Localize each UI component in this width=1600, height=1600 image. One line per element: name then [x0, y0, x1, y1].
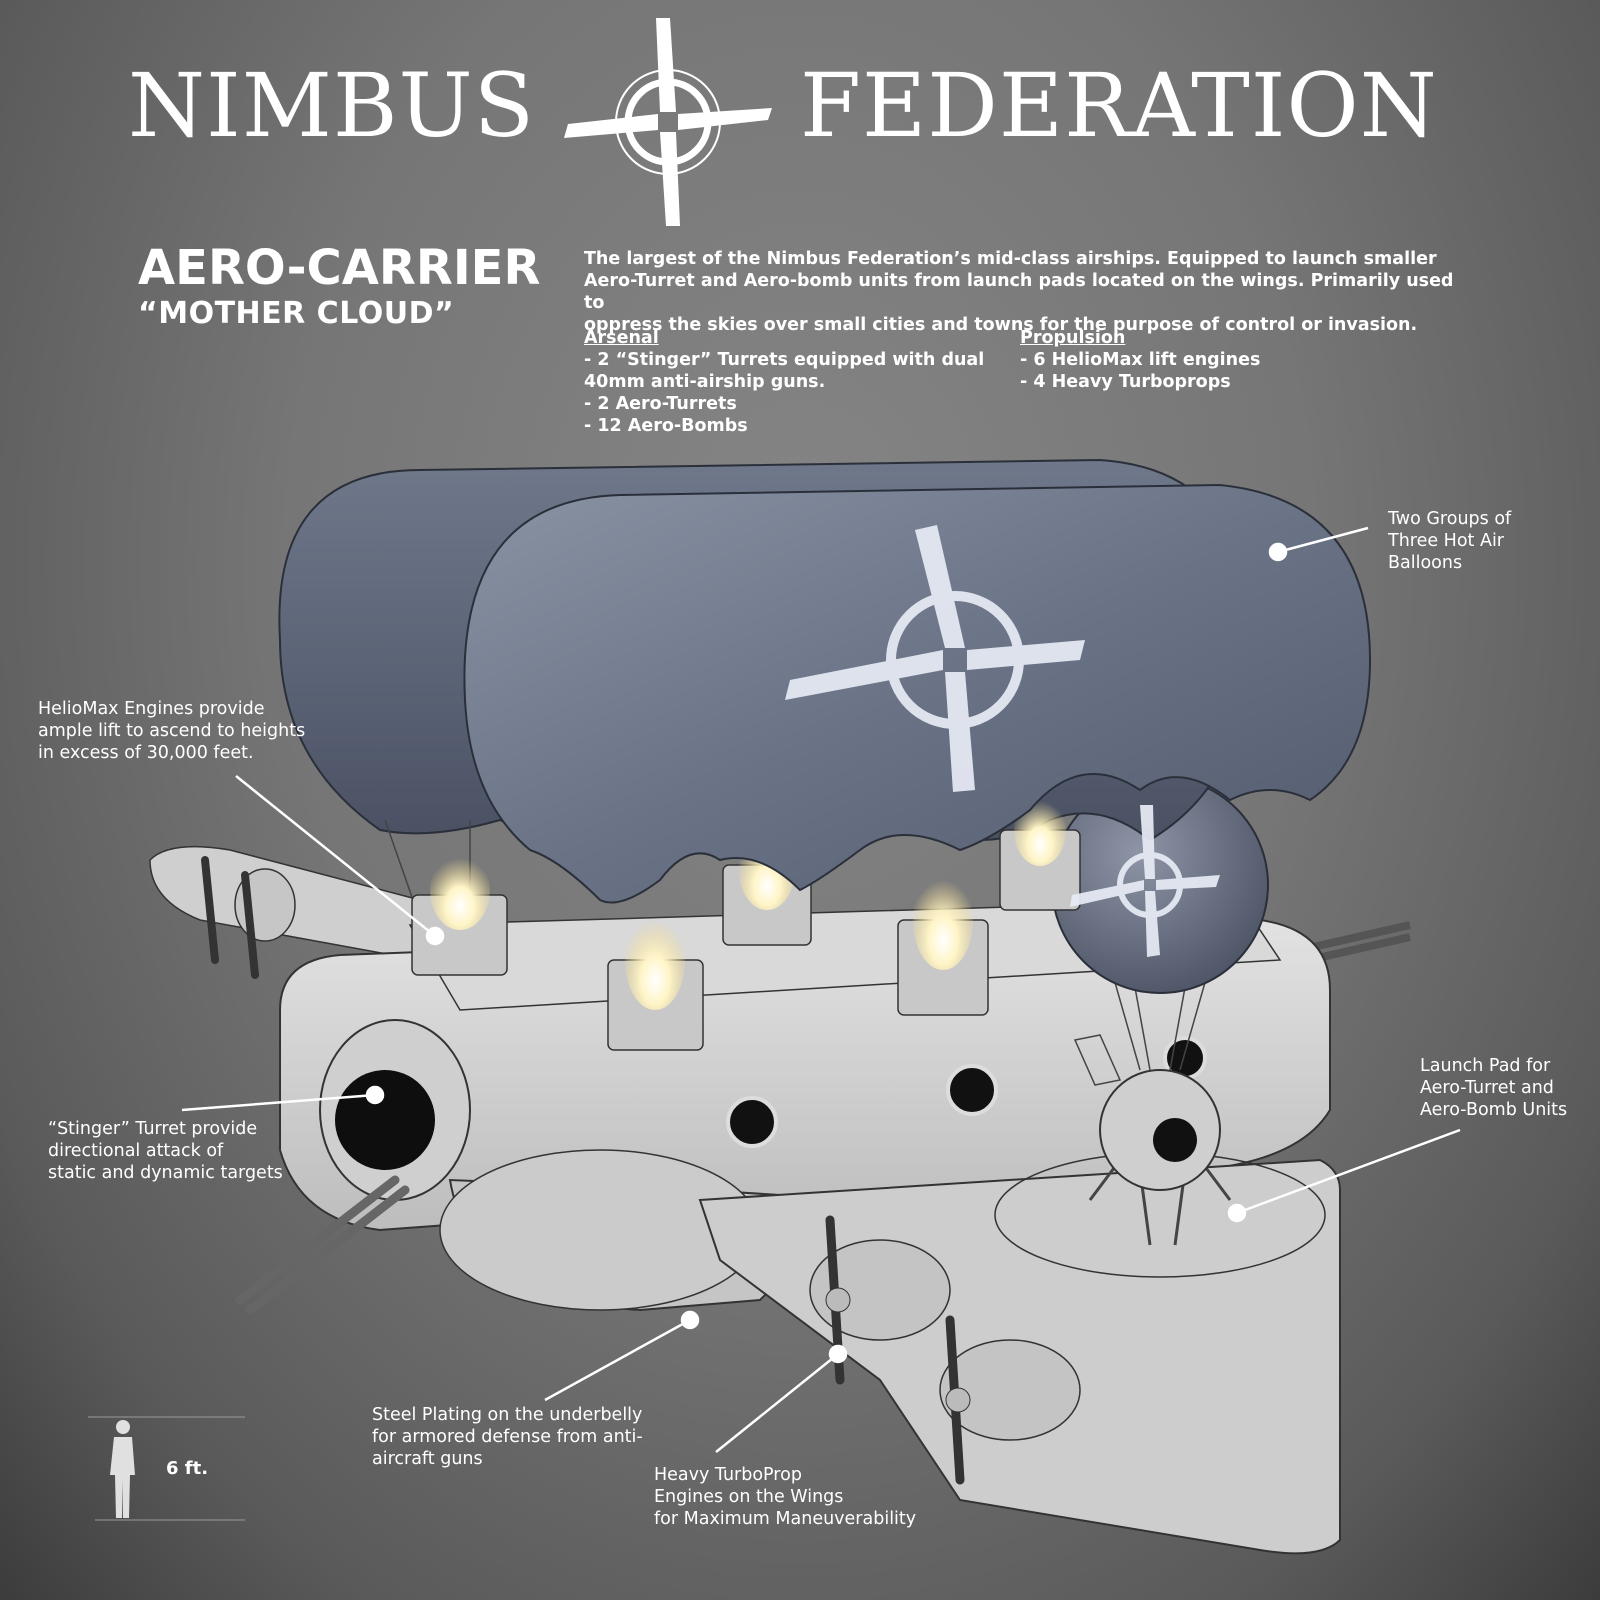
sphere-emblem-icon [1070, 805, 1220, 957]
arsenal-line: - 12 Aero-Bombs [584, 416, 748, 436]
callout-line: directional attack of [48, 1141, 224, 1161]
propulsion-heading: Propulsion [1020, 328, 1126, 348]
front-balloon-group [463, 483, 1372, 904]
human-silhouette-icon [88, 1416, 245, 1521]
arsenal-line: - 2 “Stinger” Turrets equipped with dual [584, 350, 985, 370]
craft-name: AERO-CARRIER [138, 240, 541, 296]
callout-line: Aero-Bomb Units [1420, 1100, 1568, 1120]
callout-line: Steel Plating on the underbelly [372, 1405, 643, 1425]
callout-turboprop: Heavy TurboProp Engines on the Wings for… [654, 1464, 916, 1530]
callout-stinger: “Stinger” Turret provide directional att… [48, 1118, 283, 1184]
description-line: oppress the skies over small cities and … [584, 315, 1418, 335]
craft-description: The largest of the Nimbus Federation’s m… [584, 248, 1464, 336]
callout-launch-pad: Launch Pad for Aero-Turret and Aero-Bomb… [1420, 1055, 1567, 1121]
callout-heliomax: HelioMax Engines provide ample lift to a… [38, 698, 305, 764]
arsenal-heading: Arsenal [584, 328, 659, 348]
heliomax-engines [384, 794, 1081, 1051]
propulsion-specs: Propulsion - 6 HelioMax lift engines - 4… [1020, 327, 1320, 393]
callout-line: Launch Pad for [1420, 1056, 1551, 1076]
callout-line: Two Groups of [1388, 509, 1512, 529]
callout-leaders [181, 526, 1461, 1453]
description-line: The largest of the Nimbus Federation’s m… [584, 249, 1437, 269]
title-federation: FEDERATION [800, 54, 1438, 157]
callout-line: aircraft guns [372, 1449, 483, 1469]
arsenal-line: 40mm anti-airship guns. [584, 372, 826, 392]
callout-line: Three Hot Air [1388, 531, 1505, 551]
arsenal-line: - 2 Aero-Turrets [584, 394, 737, 414]
callout-line: for Maximum Maneuverability [654, 1509, 917, 1529]
callout-line: Heavy TurboProp [654, 1465, 802, 1485]
callout-line: for armored defense from anti- [372, 1427, 643, 1447]
scale-label: 6 ft. [166, 1458, 209, 1479]
left-wing [149, 845, 421, 979]
callout-line: Engines on the Wings [654, 1487, 844, 1507]
propulsion-line: - 6 HelioMax lift engines [1020, 350, 1261, 370]
callout-line: ample lift to ascend to heights [38, 721, 306, 741]
callout-line: static and dynamic targets [48, 1163, 283, 1183]
callout-steel-plating: Steel Plating on the underbelly for armo… [372, 1404, 643, 1470]
propulsion-line: - 4 Heavy Turboprops [1020, 372, 1231, 392]
description-line: Aero-Turret and Aero-bomb units from lau… [584, 271, 1454, 313]
craft-nickname: “MOTHER CLOUD” [138, 296, 455, 331]
callout-line: “Stinger” Turret provide [48, 1119, 258, 1139]
balloon-emblem-icon [785, 525, 1085, 792]
title-nimbus: NIMBUS [128, 54, 535, 157]
callout-line: HelioMax Engines provide [38, 699, 265, 719]
arsenal-specs: Arsenal - 2 “Stinger” Turrets equipped w… [584, 327, 1004, 437]
callout-line: Aero-Turret and [1420, 1078, 1554, 1098]
callout-line: in excess of 30,000 feet. [38, 743, 254, 763]
callout-balloons: Two Groups of Three Hot Air Balloons [1388, 508, 1511, 574]
callout-line: Balloons [1388, 553, 1463, 573]
propeller-cross-emblem-icon [564, 18, 772, 226]
